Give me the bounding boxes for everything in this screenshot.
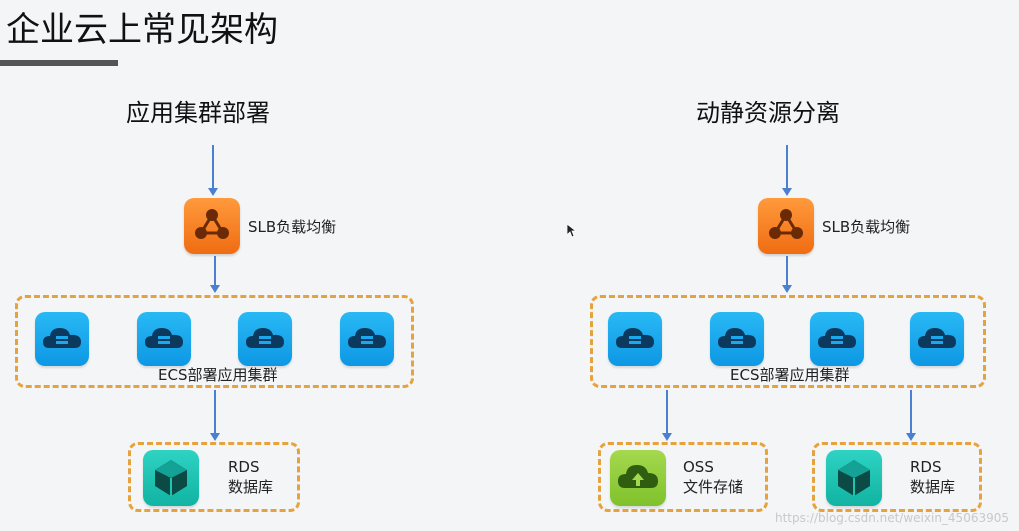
right-rds-label-2: 数据库 [910, 478, 956, 496]
right-ecs-icon-3 [810, 312, 864, 366]
right-rds-icon [826, 450, 882, 506]
title-underline [0, 60, 118, 66]
left-ecs-icon-4 [340, 312, 394, 366]
right-rds-box [812, 442, 982, 512]
left-rds-label-2: 数据库 [228, 478, 274, 496]
right-ecs-icon-4 [910, 312, 964, 366]
right-section-title: 动静资源分离 [696, 99, 840, 127]
right-rds-label-1: RDS [910, 458, 942, 476]
right-arrow-top [786, 145, 788, 189]
mouse-cursor-icon [567, 224, 577, 238]
left-arrow-top-head [208, 188, 218, 196]
right-ecs-cluster-box [590, 295, 986, 388]
left-slb-label: SLB负载均衡 [248, 218, 337, 236]
left-ecs-cluster-box [15, 295, 414, 388]
right-arrow-ecs-rds-head [906, 433, 916, 441]
right-arrow-top-head [782, 188, 792, 196]
right-oss-label-2: 文件存储 [683, 478, 744, 496]
right-arrow-ecs-oss-head [662, 433, 672, 441]
left-ecs-group-label: ECS部署应用集群 [158, 366, 278, 384]
left-ecs-icon-3 [238, 312, 292, 366]
right-ecs-group-label: ECS部署应用集群 [730, 366, 850, 384]
right-slb-icon [758, 198, 814, 254]
left-arrow-ecs-rds-head [210, 433, 220, 441]
left-rds-icon [143, 450, 199, 506]
left-arrow-top [212, 145, 214, 189]
right-oss-icon [610, 450, 666, 506]
left-ecs-icon-1 [35, 312, 89, 366]
right-arrow-ecs-oss [666, 390, 668, 434]
right-arrow-slb-ecs-head [782, 285, 792, 293]
left-slb-icon [184, 198, 240, 254]
right-oss-label-1: OSS [683, 458, 714, 476]
right-oss-box [598, 442, 768, 512]
left-arrow-slb-ecs-head [210, 285, 220, 293]
page-title: 企业云上常见架构 [6, 10, 278, 50]
left-rds-box [128, 442, 300, 512]
right-ecs-icon-2 [710, 312, 764, 366]
left-rds-label-1: RDS [228, 458, 260, 476]
left-section-title: 应用集群部署 [126, 99, 270, 127]
right-arrow-ecs-rds [910, 390, 912, 434]
left-ecs-icon-2 [137, 312, 191, 366]
left-arrow-slb-ecs [214, 256, 216, 286]
right-ecs-icon-1 [608, 312, 662, 366]
right-slb-label: SLB负载均衡 [822, 218, 911, 236]
watermark: https://blog.csdn.net/weixin_45063905 [774, 511, 1009, 525]
right-arrow-slb-ecs [786, 256, 788, 286]
left-arrow-ecs-rds [214, 390, 216, 434]
